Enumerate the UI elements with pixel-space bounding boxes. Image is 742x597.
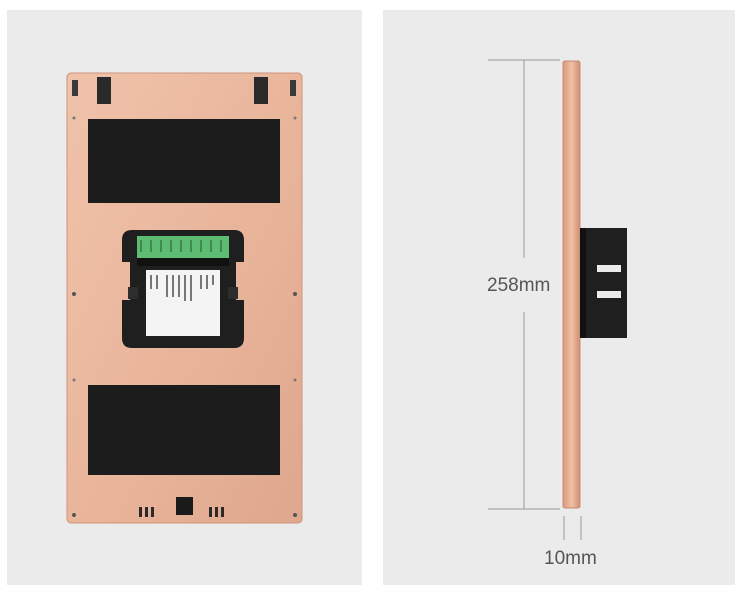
bottom-vents — [139, 497, 224, 517]
height-dimension — [488, 59, 560, 510]
clip-top-left — [97, 77, 111, 104]
height-label: 258mm — [487, 275, 550, 296]
depth-dimension — [563, 516, 582, 540]
clip-top-right — [254, 77, 268, 104]
adhesive-pad-top — [88, 119, 280, 203]
depth-label: 10mm — [544, 548, 597, 569]
side-profile — [562, 60, 627, 509]
adhesive-pad-bottom — [88, 385, 280, 475]
side-view-panel — [383, 10, 735, 585]
control-module — [122, 230, 244, 348]
side-module — [580, 228, 627, 338]
